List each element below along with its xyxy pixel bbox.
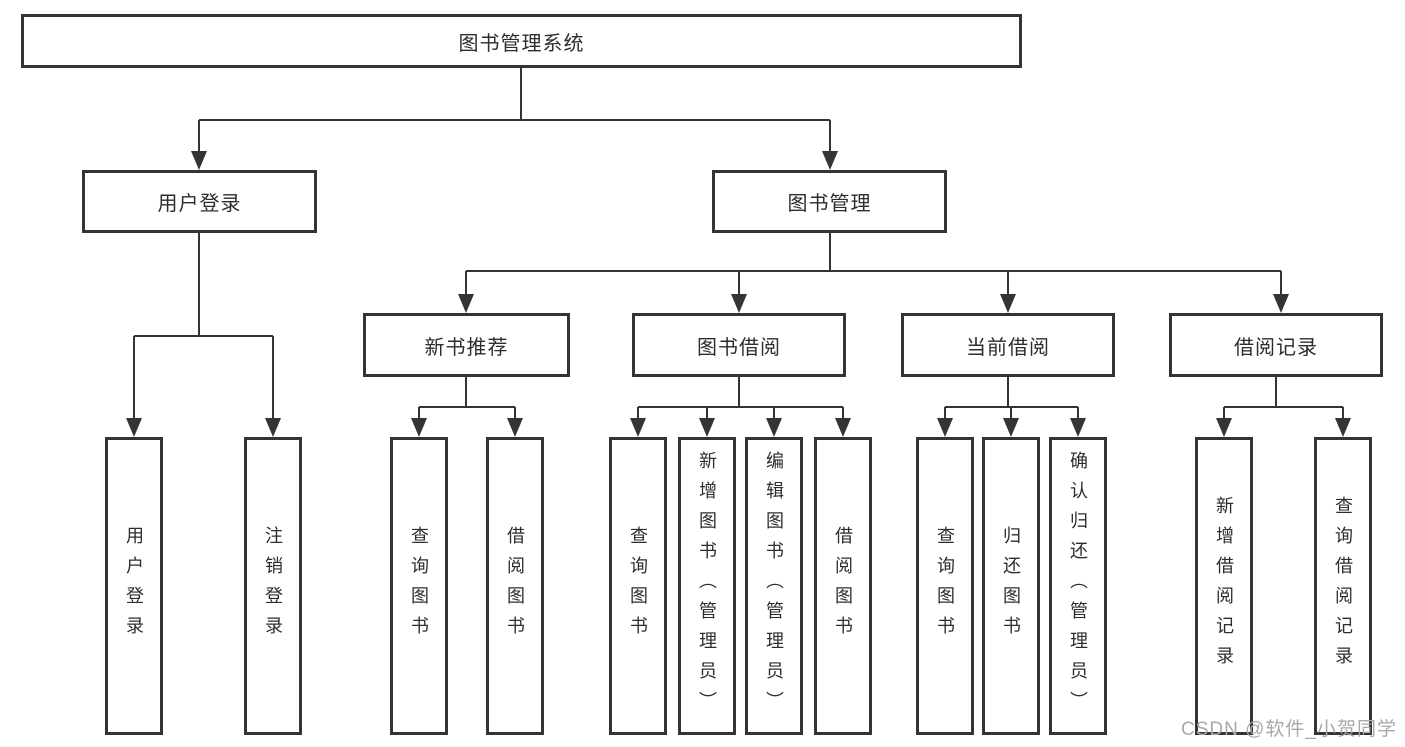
node-new-book-recommend: 新书推荐 bbox=[363, 313, 570, 377]
arrowhead bbox=[507, 418, 523, 437]
node-label: 编辑图书（管理员） bbox=[764, 451, 784, 721]
node-label: 借阅记录 bbox=[1234, 336, 1318, 359]
leaf-confirm-return-admin: 确认归还（管理员） bbox=[1049, 437, 1107, 735]
arrowhead bbox=[766, 418, 782, 437]
node-label: 新增图书（管理员） bbox=[697, 451, 717, 721]
node-borrow-records: 借阅记录 bbox=[1169, 313, 1383, 377]
leaf-borrow-books-2: 借阅图书 bbox=[814, 437, 872, 735]
leaf-query-books-1: 查询图书 bbox=[390, 437, 448, 735]
connector-current-borrow-children bbox=[944, 377, 1079, 423]
arrowhead bbox=[1273, 294, 1289, 313]
leaf-user-login: 用户登录 bbox=[105, 437, 163, 735]
arrowhead bbox=[699, 418, 715, 437]
connector-user-login-children bbox=[133, 233, 274, 423]
leaf-add-book-admin: 新增图书（管理员） bbox=[678, 437, 736, 735]
leaf-borrow-books-1: 借阅图书 bbox=[486, 437, 544, 735]
connector-book-mgmt-to-level3 bbox=[465, 233, 1282, 299]
node-label: 用户登录 bbox=[157, 193, 242, 215]
arrowhead bbox=[731, 294, 747, 313]
arrowhead bbox=[1000, 294, 1016, 313]
connector-borrow-record-children bbox=[1223, 377, 1344, 423]
node-label: 当前借阅 bbox=[966, 336, 1050, 359]
leaf-query-borrow-record: 查询借阅记录 bbox=[1314, 437, 1372, 735]
leaf-edit-book-admin: 编辑图书（管理员） bbox=[745, 437, 803, 735]
connector-root-to-level2 bbox=[198, 68, 831, 156]
arrowhead bbox=[1216, 418, 1232, 437]
arrowhead bbox=[835, 418, 851, 437]
connector-new-book-children bbox=[418, 377, 516, 423]
node-root: 图书管理系统 bbox=[21, 14, 1022, 68]
leaf-query-books-3: 查询图书 bbox=[916, 437, 974, 735]
arrowhead bbox=[1003, 418, 1019, 437]
arrowhead bbox=[1070, 418, 1086, 437]
node-label: 图书借阅 bbox=[697, 336, 781, 359]
arrowhead bbox=[126, 418, 142, 437]
node-label: 查询图书 bbox=[935, 526, 955, 646]
arrowhead bbox=[1335, 418, 1351, 437]
leaf-add-borrow-record: 新增借阅记录 bbox=[1195, 437, 1253, 735]
node-label: 借阅图书 bbox=[505, 526, 525, 646]
arrowhead bbox=[265, 418, 281, 437]
node-current-borrowing: 当前借阅 bbox=[901, 313, 1115, 377]
node-label: 图书管理系统 bbox=[458, 32, 585, 55]
node-label: 用户登录 bbox=[124, 526, 144, 646]
arrowhead bbox=[937, 418, 953, 437]
arrowhead bbox=[458, 294, 474, 313]
node-user-login: 用户登录 bbox=[82, 170, 317, 233]
arrowhead bbox=[411, 418, 427, 437]
node-book-management: 图书管理 bbox=[712, 170, 947, 233]
arrowhead bbox=[630, 418, 646, 437]
node-label: 借阅图书 bbox=[833, 526, 853, 646]
leaf-return-book: 归还图书 bbox=[982, 437, 1040, 735]
node-label: 查询图书 bbox=[628, 526, 648, 646]
node-label: 新增借阅记录 bbox=[1214, 496, 1234, 676]
leaf-query-books-2: 查询图书 bbox=[609, 437, 667, 735]
node-label: 查询图书 bbox=[409, 526, 429, 646]
arrowhead bbox=[191, 151, 207, 170]
node-label: 新书推荐 bbox=[424, 336, 509, 359]
connector-book-borrow-children bbox=[637, 377, 844, 423]
arrowhead bbox=[822, 151, 838, 170]
node-label: 图书管理 bbox=[787, 193, 872, 215]
node-label: 查询借阅记录 bbox=[1333, 496, 1353, 676]
node-book-borrowing: 图书借阅 bbox=[632, 313, 846, 377]
watermark: CSDN @软件_小贺同学 bbox=[1181, 719, 1397, 740]
node-label: 归还图书 bbox=[1001, 526, 1021, 646]
node-label: 确认归还（管理员） bbox=[1068, 451, 1088, 721]
leaf-logout: 注销登录 bbox=[244, 437, 302, 735]
node-label: 注销登录 bbox=[263, 526, 283, 646]
